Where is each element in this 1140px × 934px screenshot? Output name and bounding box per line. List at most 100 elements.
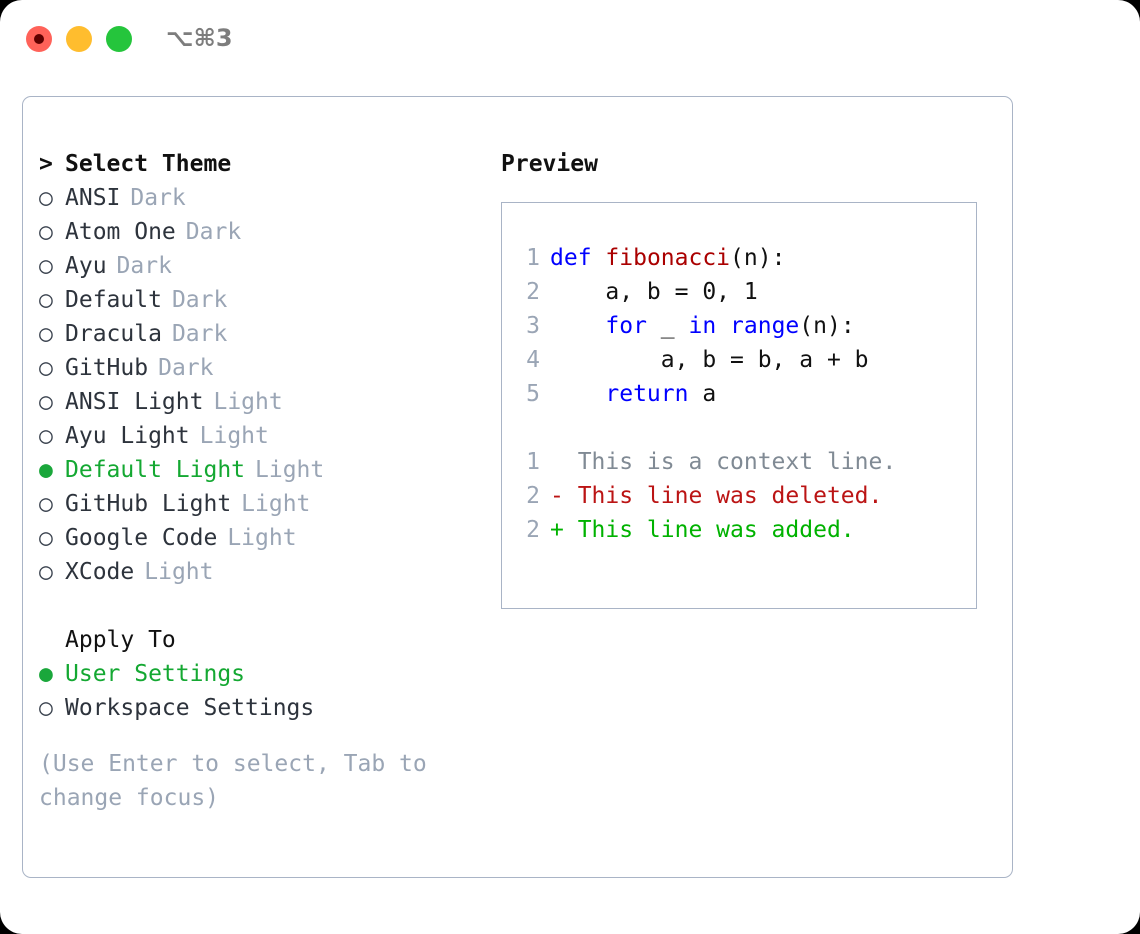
line-number: 5: [526, 381, 540, 407]
line-number: 2: [526, 279, 540, 305]
code-token: [716, 313, 730, 339]
code-token: fibonacci: [605, 245, 731, 271]
theme-name: Ayu Light: [65, 423, 190, 449]
radio-unselected-icon: ○: [39, 423, 53, 449]
keyboard-shortcut-label: ⌥⌘3: [166, 24, 233, 52]
theme-category-tag: Light: [213, 389, 283, 415]
code-token: a, b = b, a + b: [550, 347, 869, 373]
code-token: a, b = 0, 1: [550, 279, 758, 305]
code-line: 5 return a: [514, 377, 896, 411]
code-token: a: [688, 381, 717, 407]
diff-line-text: - This line was deleted.: [550, 483, 883, 509]
theme-category-tag: Light: [199, 423, 269, 449]
theme-list-item[interactable]: ○ Ayu Dark: [39, 249, 479, 283]
line-number: 2: [526, 517, 540, 543]
theme-name: XCode: [65, 559, 135, 585]
radio-selected-icon: ●: [39, 661, 53, 687]
theme-list-item[interactable]: ○ XCode Light: [39, 555, 479, 589]
theme-category-tag: Dark: [171, 287, 228, 313]
code-token: in: [688, 313, 717, 339]
theme-category-tag: Light: [227, 525, 297, 551]
theme-category-tag: Light: [255, 457, 325, 483]
line-number: 2: [526, 483, 540, 509]
code-line: 4 a, b = b, a + b: [514, 343, 896, 377]
code-token: range: [730, 313, 800, 339]
radio-unselected-icon: ○: [39, 559, 53, 585]
window-titlebar: ⌥⌘3: [0, 0, 1140, 78]
minimize-window-button[interactable]: [66, 26, 92, 52]
radio-unselected-icon: ○: [39, 389, 53, 415]
apply-to-option[interactable]: ● User Settings: [39, 657, 479, 691]
theme-name: Default: [65, 287, 162, 313]
radio-unselected-icon: ○: [39, 525, 53, 551]
code-token: for: [605, 313, 647, 339]
code-token: [592, 245, 606, 271]
code-token: [550, 381, 605, 407]
theme-name: GitHub: [65, 355, 149, 381]
code-token: def: [550, 245, 592, 271]
line-number: 4: [526, 347, 540, 373]
apply-to-options: ● User Settings ○Workspace Settings: [39, 657, 479, 725]
theme-category-tag: Dark: [130, 185, 186, 211]
theme-name: Default Light: [65, 457, 246, 483]
code-line-text: return a: [550, 381, 716, 407]
theme-list-item[interactable]: ○ Ayu Light Light: [39, 419, 479, 453]
theme-category-tag: Dark: [171, 321, 228, 347]
code-line-text: def fibonacci(n):: [550, 245, 785, 271]
theme-name: Ayu: [65, 253, 107, 279]
select-theme-title: Select Theme: [65, 151, 232, 177]
theme-list-item[interactable]: ○ Default Dark: [39, 283, 479, 317]
theme-name: Dracula: [65, 321, 162, 347]
code-token: [550, 313, 605, 339]
maximize-window-button[interactable]: [106, 26, 132, 52]
diff-line: 2+ This line was added.: [514, 513, 896, 547]
theme-category-tag: Dark: [185, 219, 242, 245]
radio-unselected-icon: ○: [39, 321, 53, 347]
line-number: 3: [526, 313, 540, 339]
diff-line: 1 This is a context line.: [514, 445, 896, 479]
apply-to-option-label: User Settings: [65, 661, 246, 687]
diff-line-text: This is a context line.: [550, 449, 897, 475]
list-spacer: [39, 589, 479, 623]
line-number: 1: [526, 449, 540, 475]
apply-to-label: Apply To: [65, 627, 176, 653]
apply-to-header: ○ Apply To: [39, 623, 479, 657]
diff-line: 2 - This line was deleted.: [514, 479, 896, 513]
radio-unselected-icon: ○: [39, 219, 53, 245]
radio-unselected-icon: ○: [39, 253, 53, 279]
theme-name: GitHub Light: [65, 491, 232, 517]
code-token: (n):: [730, 245, 786, 271]
code-line: 2 a, b = 0, 1: [514, 275, 896, 309]
prompt-caret-icon: >: [39, 151, 53, 177]
code-token: return: [605, 381, 689, 407]
code-token: _: [646, 313, 689, 339]
code-line: 1 def fibonacci(n):: [514, 241, 896, 275]
preview-separator: [514, 411, 896, 445]
theme-category-tag: Light: [144, 559, 214, 585]
radio-unselected-icon: ○: [39, 287, 53, 313]
radio-unselected-icon: ○: [39, 185, 53, 211]
line-number: 1: [526, 245, 540, 271]
apply-to-option[interactable]: ○Workspace Settings: [39, 691, 479, 725]
radio-unselected-icon: ○: [39, 491, 53, 517]
code-line-text: a, b = 0, 1: [550, 279, 758, 305]
select-theme-header: > Select Theme: [39, 147, 479, 181]
recording-indicator-icon: [34, 34, 44, 44]
theme-category-tag: Dark: [116, 253, 172, 279]
apply-to-option-label: Workspace Settings: [65, 695, 315, 721]
theme-list-item[interactable]: ○ Dracula Dark: [39, 317, 479, 351]
code-line: 3 for _ in range(n):: [514, 309, 896, 343]
